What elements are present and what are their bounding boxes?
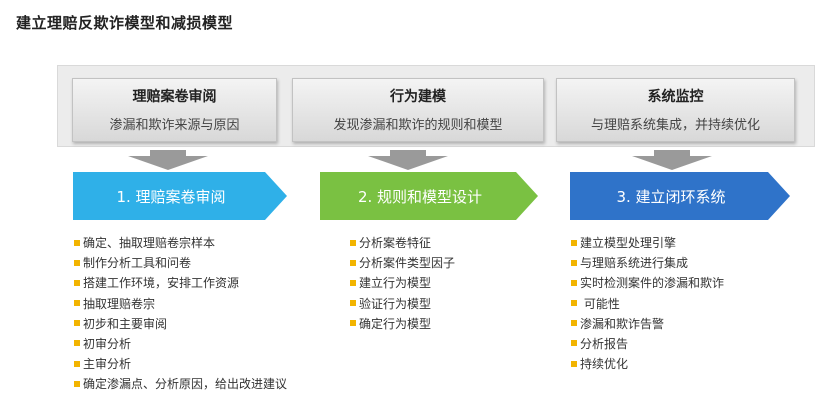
task-list-closed-loop: 建立模型处理引擎 与理赔系统进行集成 实时检测案件的渗漏和欺诈 可能性 渗漏和欺… (571, 233, 724, 374)
stage-box-review: 理赔案卷审阅 渗漏和欺诈来源与原因 (72, 78, 277, 142)
list-item: 初步和主要审阅 (74, 314, 287, 334)
list-item: 建立行为模型 (350, 273, 455, 293)
task-list-design: 分析案卷特征 分析案件类型因子 建立行为模型 验证行为模型 确定行为模型 (350, 233, 455, 334)
step-arrow-design: 2. 规则和模型设计 (320, 172, 538, 220)
stage-box-modeling: 行为建模 发现渗漏和欺诈的规则和模型 (292, 78, 544, 142)
stage-subtitle: 渗漏和欺诈来源与原因 (109, 118, 240, 133)
list-item: 抽取理赔卷宗 (74, 294, 287, 314)
list-item: 分析案卷特征 (350, 233, 455, 253)
step-label: 2. 规则和模型设计 (357, 187, 483, 206)
down-arrow-icon (632, 150, 712, 170)
stage-subtitle: 发现渗漏和欺诈的规则和模型 (333, 118, 503, 133)
list-item: 搭建工作环境，安排工作资源 (74, 273, 287, 293)
list-item: 可能性 (571, 294, 724, 314)
down-arrow-icon (128, 150, 208, 170)
step-label: 1. 理赔案卷审阅 (116, 187, 226, 206)
list-item: 建立模型处理引擎 (571, 233, 724, 253)
list-item: 实时检测案件的渗漏和欺诈 (571, 273, 724, 293)
list-item: 渗漏和欺诈告警 (571, 314, 724, 334)
stage-subtitle: 与理赔系统集成，并持续优化 (590, 118, 760, 133)
stage-title: 行为建模 (390, 89, 446, 105)
list-item: 确定、抽取理赔卷宗样本 (74, 233, 287, 253)
step-label: 3. 建立闭环系统 (616, 187, 726, 206)
stage-box-monitoring: 系统监控 与理赔系统集成，并持续优化 (556, 78, 795, 142)
list-item: 与理赔系统进行集成 (571, 253, 724, 273)
list-item: 持续优化 (571, 354, 724, 374)
list-item: 确定渗漏点、分析原因，给出改进建议 (74, 374, 287, 394)
stage-title: 系统监控 (647, 89, 704, 105)
list-item: 制作分析工具和问卷 (74, 253, 287, 273)
stage-title: 理赔案卷审阅 (132, 89, 217, 105)
list-item: 分析案件类型因子 (350, 253, 455, 273)
list-item: 初审分析 (74, 334, 287, 354)
task-list-review: 确定、抽取理赔卷宗样本 制作分析工具和问卷 搭建工作环境，安排工作资源 抽取理赔… (74, 233, 287, 395)
step-arrow-closed-loop: 3. 建立闭环系统 (570, 172, 790, 220)
list-item: 分析报告 (571, 334, 724, 354)
list-item: 主审分析 (74, 354, 287, 374)
page-title: 建立理赔反欺诈模型和减损模型 (16, 14, 234, 32)
down-arrow-icon (368, 150, 448, 170)
list-item: 验证行为模型 (350, 294, 455, 314)
list-item: 确定行为模型 (350, 314, 455, 334)
step-arrow-review: 1. 理赔案卷审阅 (73, 172, 287, 220)
